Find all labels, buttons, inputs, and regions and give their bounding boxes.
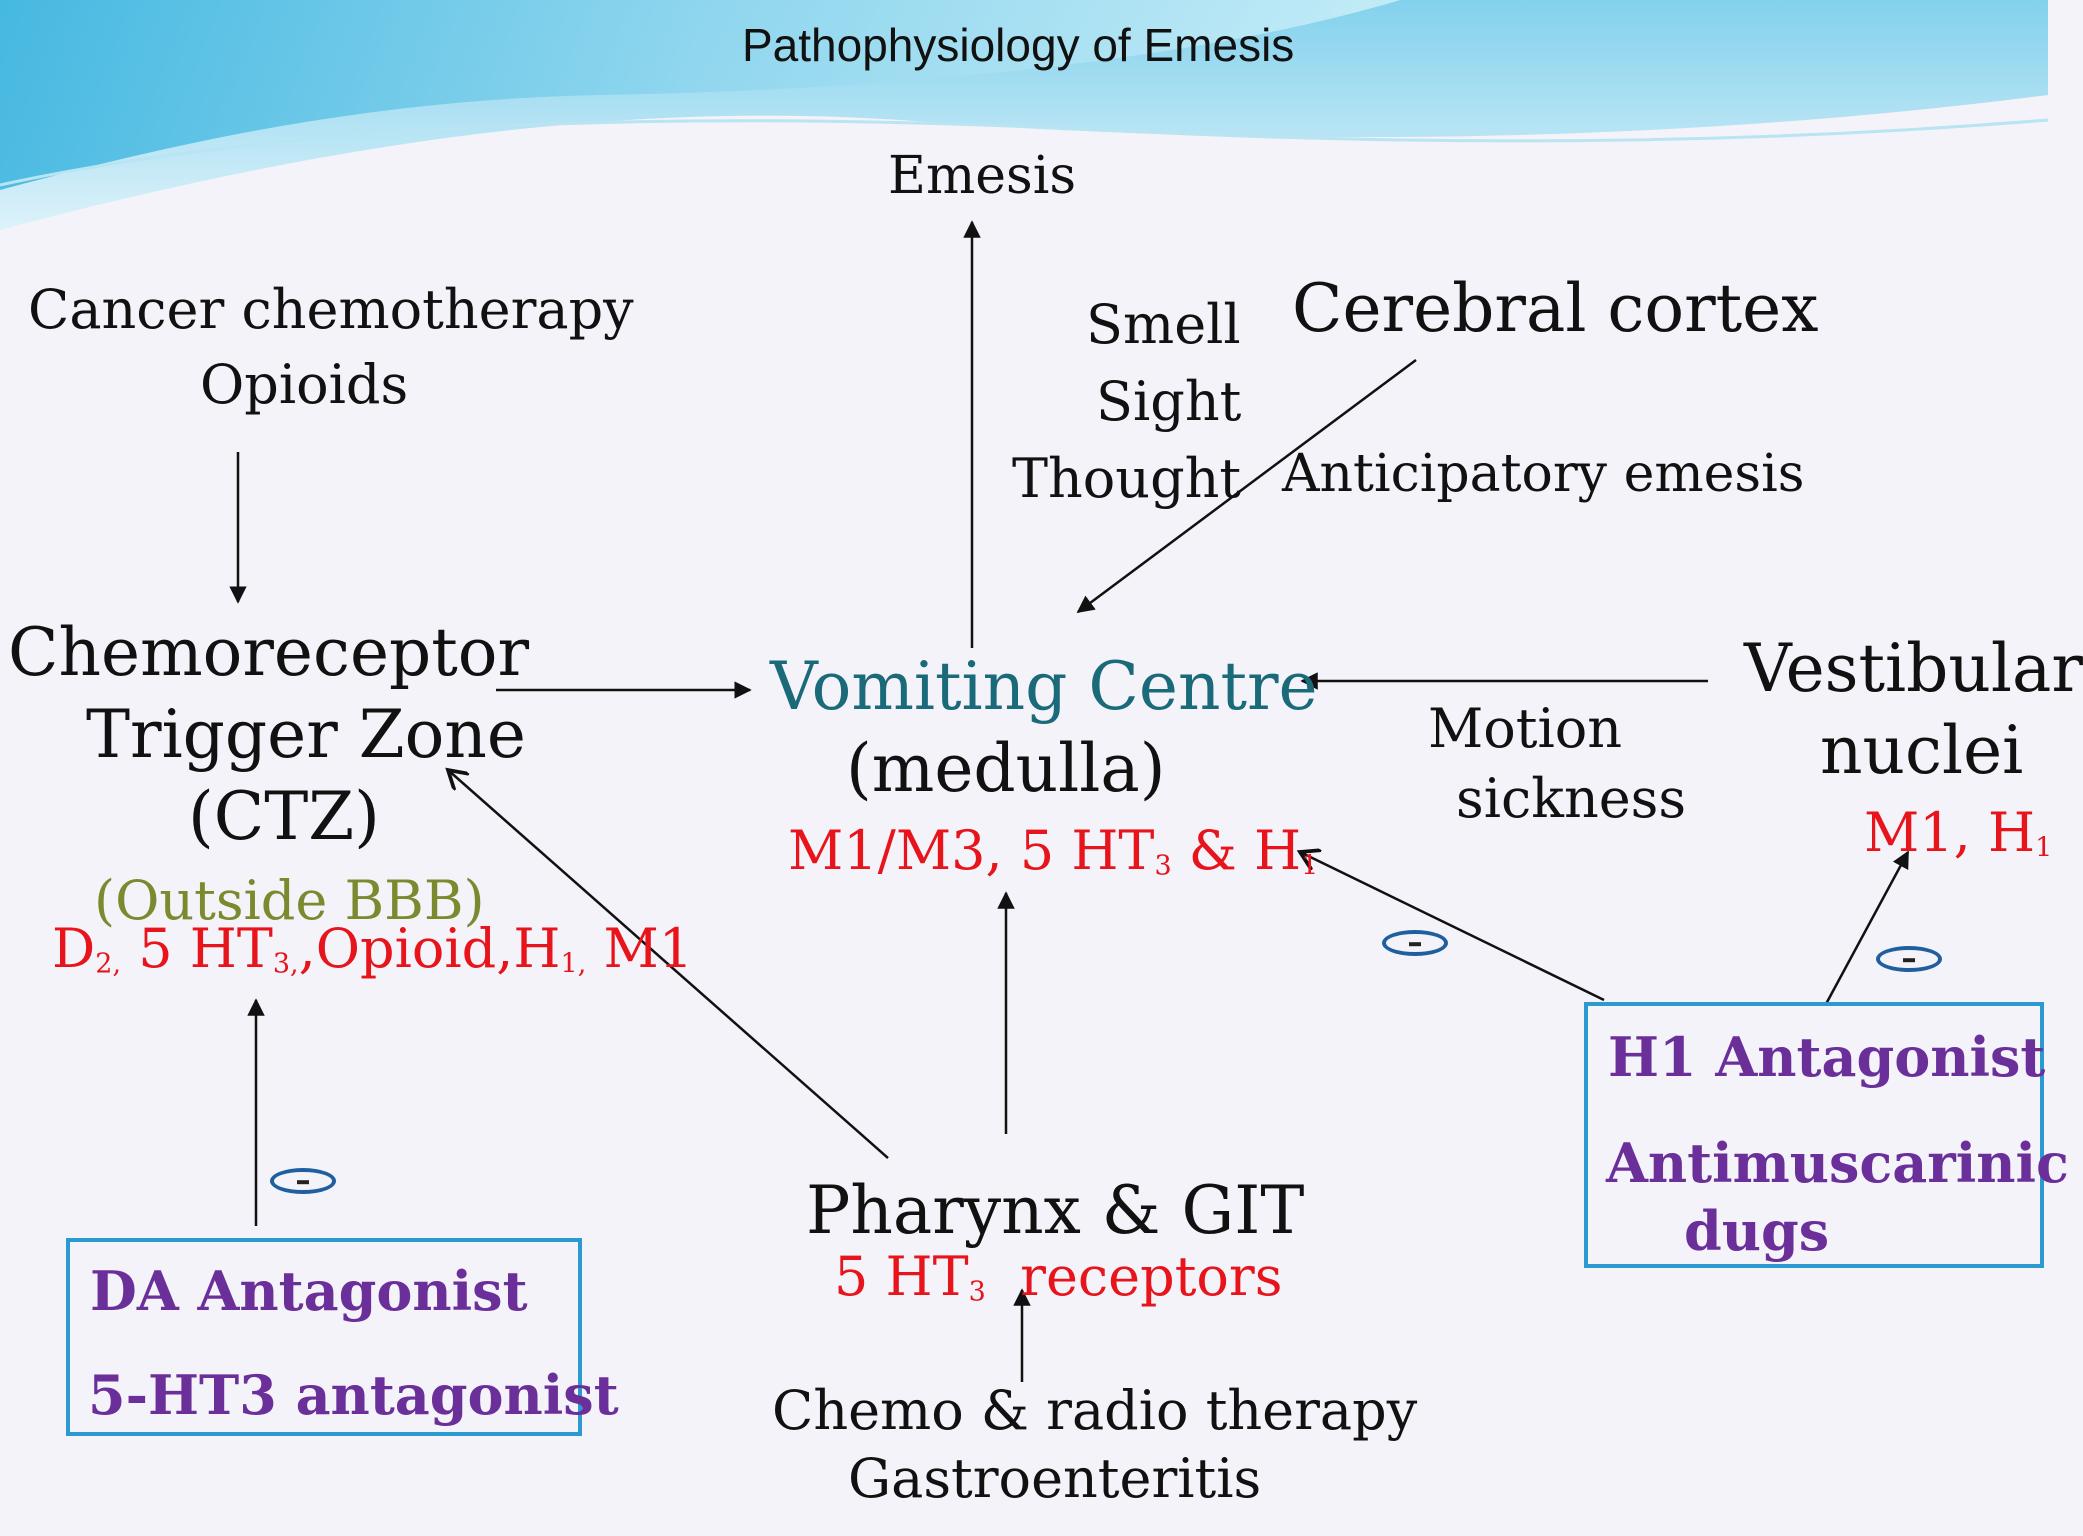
vomiting-centre-title: Vomiting Centre: [770, 648, 1318, 725]
vestibular-line2: nuclei: [1820, 712, 2024, 789]
vomiting-centre-medulla: (medulla): [846, 730, 1166, 807]
sense-smell: Smell: [1086, 293, 1241, 356]
pharynx-receptors: 5 HT3 receptors: [834, 1245, 1283, 1308]
vestibular-line1: Vestibular: [1744, 630, 2083, 707]
h1-antagonist-box: H1 Antagonist Antimuscarinic dugs: [1584, 1002, 2069, 1268]
minus-icon: [1409, 942, 1421, 947]
ctz-line1: Chemoreceptor: [8, 614, 530, 691]
inhibit-symbol-vestibular: [1876, 946, 1942, 972]
vomiting-centre-receptors: M1/M3, 5 HT3 & H1: [788, 819, 1319, 882]
minus-icon: [1903, 958, 1915, 963]
inhibit-symbol-ctz: [270, 1168, 336, 1194]
ctz-outside-bbb: (Outside BBB): [94, 869, 485, 932]
cause-chemo-radio: Chemo & radio therapy: [772, 1379, 1418, 1442]
sense-sight: Sight: [1096, 370, 1242, 433]
page-title: Pathophysiology of Emesis: [742, 19, 1295, 71]
cause-opioids: Opioids: [200, 353, 409, 416]
ctz-receptors: D2, 5 HT3,,Opioid,H1, M1: [52, 917, 694, 980]
cerebral-cortex-label: Cerebral cortex: [1292, 270, 1819, 347]
dugs-label: dugs: [1684, 1199, 1830, 1263]
arrow-cortex-to-vc: [1076, 358, 1417, 614]
motion-line1: Motion: [1428, 697, 1623, 760]
arrow-h1-box-to-vestibular: [1824, 850, 1910, 1005]
arrow-h1-box-to-vc: [1300, 852, 1605, 1002]
arrow-pharynx-to-ctz: [448, 770, 889, 1159]
emesis-label: Emesis: [888, 146, 1077, 206]
motion-line2: sickness: [1456, 767, 1687, 830]
antimuscarinic-label: Antimuscarinic: [1606, 1131, 2069, 1195]
cause-chemotherapy: Cancer chemotherapy: [28, 278, 634, 341]
h1-antagonist-label: H1 Antagonist: [1608, 1025, 2046, 1089]
vestibular-receptors: M1, H1: [1864, 801, 2053, 864]
ht3-antagonist-label: 5-HT3 antagonist: [88, 1363, 619, 1427]
ctz-line2: Trigger Zone: [86, 696, 526, 773]
cause-gastroenteritis: Gastroenteritis: [848, 1447, 1262, 1510]
anticipatory-emesis-label: Anticipatory emesis: [1282, 444, 1805, 504]
da-antagonist-label: DA Antagonist: [90, 1259, 528, 1323]
inhibit-symbol-vc: [1382, 930, 1448, 956]
sense-thought: Thought: [1012, 447, 1242, 510]
ctz-line3: (CTZ): [188, 778, 380, 855]
da-antagonist-box: DA Antagonist 5-HT3 antagonist: [66, 1238, 619, 1436]
minus-icon: [297, 1180, 309, 1185]
pharynx-git-label: Pharynx & GIT: [806, 1172, 1305, 1249]
